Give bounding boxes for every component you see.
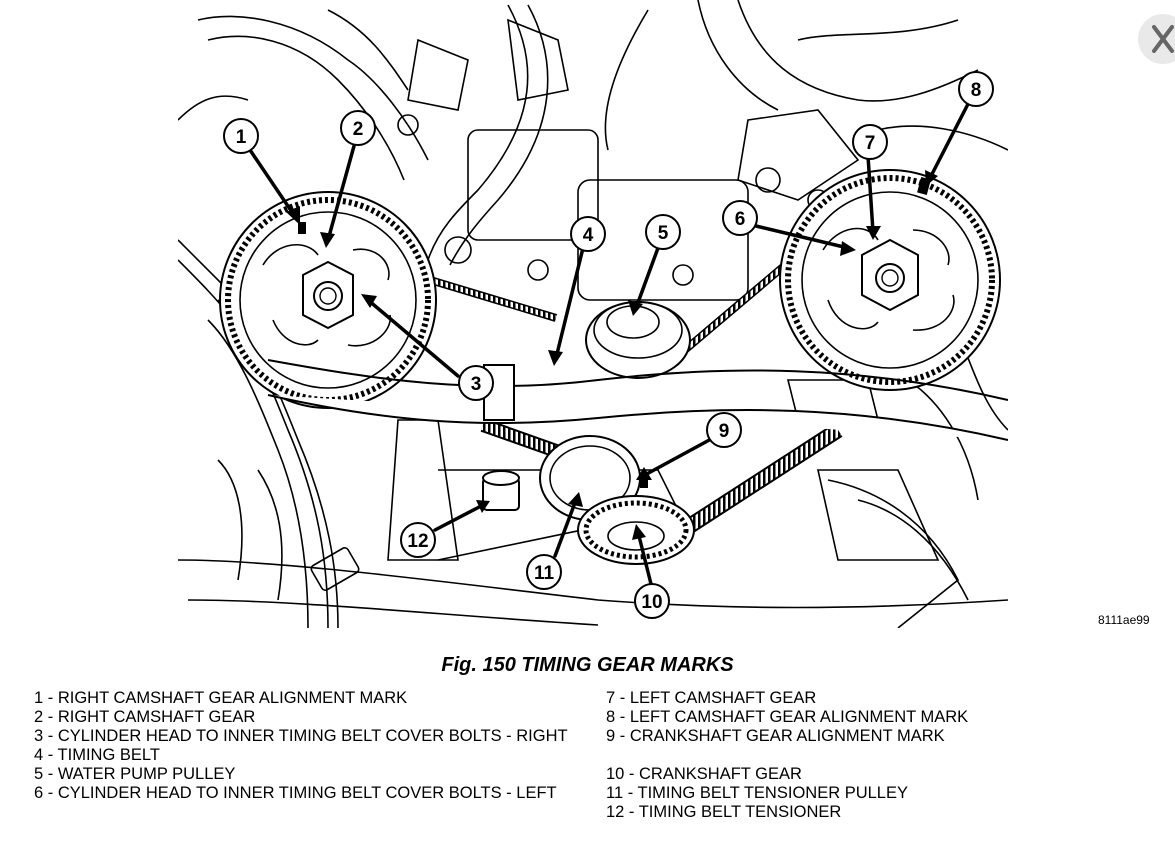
right-camshaft-gear [219, 191, 437, 409]
legend-item-1: 1 - RIGHT CAMSHAFT GEAR ALIGNMENT MARK [34, 689, 408, 707]
left-camshaft-gear [779, 169, 1001, 391]
callout-12: 12 [400, 522, 436, 558]
legend-item-6: 6 - CYLINDER HEAD TO INNER TIMING BELT C… [34, 784, 557, 802]
legend-item-5: 5 - WATER PUMP PULLEY [34, 765, 236, 783]
callout-6: 6 [722, 200, 758, 236]
leader-arrowheads [286, 170, 938, 540]
svg-text:4: 4 [583, 225, 594, 246]
legend-item-10: 10 - CRANKSHAFT GEAR [606, 765, 802, 783]
timing-gear-diagram: 1 2 3 4 5 6 7 8 [178, 0, 1008, 628]
callout-10: 10 [634, 583, 670, 619]
close-icon [1152, 25, 1174, 53]
crossing-hose [267, 359, 1008, 441]
legend-item-3: 3 - CYLINDER HEAD TO INNER TIMING BELT C… [34, 727, 568, 745]
callout-11: 11 [526, 554, 562, 590]
callouts: 1 2 3 4 5 6 7 8 [223, 71, 994, 619]
svg-text:5: 5 [658, 223, 669, 244]
callout-8: 8 [958, 71, 994, 107]
legend-item-11: 11 - TIMING BELT TENSIONER PULLEY [606, 784, 908, 802]
svg-text:6: 6 [735, 209, 746, 230]
svg-text:12: 12 [407, 531, 428, 552]
leader-arrows [248, 102, 970, 586]
svg-text:9: 9 [719, 421, 730, 442]
legend-item-4: 4 - TIMING BELT [34, 746, 160, 764]
svg-text:7: 7 [865, 133, 876, 154]
legend-item-12: 12 - TIMING BELT TENSIONER [606, 803, 842, 821]
callout-7: 7 [852, 124, 888, 160]
belt-tensioner [482, 470, 520, 511]
legend-item-9: 9 - CRANKSHAFT GEAR ALIGNMENT MARK [606, 727, 945, 745]
water-pump-pulley [585, 301, 691, 379]
legend-left: 1 - RIGHT CAMSHAFT GEAR ALIGNMENT MARK 2… [34, 689, 574, 803]
legend-item-7: 7 - LEFT CAMSHAFT GEAR [606, 689, 817, 707]
svg-text:8: 8 [971, 80, 982, 101]
svg-text:3: 3 [471, 374, 482, 395]
svg-text:2: 2 [353, 119, 364, 140]
svg-text:10: 10 [641, 592, 662, 613]
callout-3: 3 [458, 365, 494, 401]
right-cam-alignment-mark [298, 222, 306, 234]
close-button[interactable] [1138, 14, 1175, 64]
legend-right: 7 - LEFT CAMSHAFT GEAR 8 - LEFT CAMSHAFT… [606, 689, 1026, 822]
callout-5: 5 [645, 214, 681, 250]
svg-text:1: 1 [236, 127, 247, 148]
callout-4: 4 [570, 216, 606, 252]
callout-2: 2 [340, 110, 376, 146]
figure-title: Fig. 150 TIMING GEAR MARKS [441, 654, 734, 676]
crank-alignment-mark [640, 478, 648, 488]
callout-9: 9 [706, 412, 742, 448]
figure-id: 8111ae99 [1098, 613, 1150, 627]
svg-text:11: 11 [534, 563, 555, 584]
legend-item-8: 8 - LEFT CAMSHAFT GEAR ALIGNMENT MARK [606, 708, 969, 726]
legend-item-2: 2 - RIGHT CAMSHAFT GEAR [34, 708, 256, 726]
callout-1: 1 [223, 118, 259, 154]
